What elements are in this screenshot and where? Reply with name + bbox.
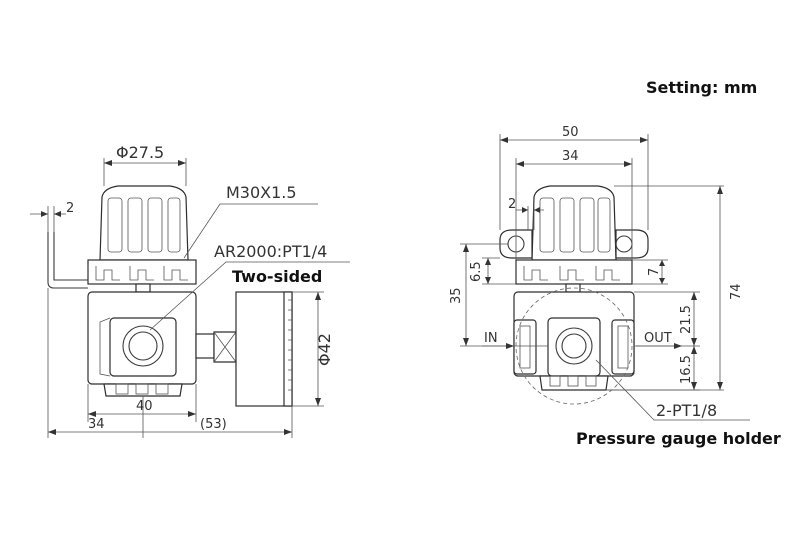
port-label: AR2000:PT1/4	[214, 242, 327, 261]
dim-6-5-label: 6.5	[469, 261, 484, 282]
gauge-extent-label: (53)	[200, 417, 227, 432]
width-50-label: 50	[562, 125, 579, 140]
setting-label: Setting: mm	[646, 78, 757, 97]
dim-7-label: 7	[647, 268, 662, 276]
knob-diameter-label: Φ27.5	[116, 143, 164, 162]
gauge-port-label: 2-PT1/8	[656, 401, 717, 420]
right-view	[460, 134, 750, 421]
dim-35-label: 35	[449, 287, 464, 304]
thread-label: M30X1.5	[226, 183, 297, 202]
in-label: IN	[484, 331, 498, 346]
body-width-label: 40	[136, 399, 153, 414]
left-view	[30, 158, 350, 438]
gauge-holder-label: Pressure gauge holder	[576, 429, 781, 448]
offset-label-left: 2	[66, 201, 74, 216]
dim-21-5-label: 21.5	[679, 305, 694, 334]
total-width-label: 34	[88, 417, 105, 432]
gauge-diameter-label: Φ42	[315, 333, 334, 366]
out-label: OUT	[644, 331, 672, 346]
width-34-label: 34	[562, 149, 579, 164]
dim-74-label: 74	[729, 283, 744, 300]
offset-label-right: 2	[508, 197, 516, 212]
two-sided-label: Two-sided	[232, 267, 322, 286]
dim-16-5-label: 16.5	[679, 355, 694, 384]
